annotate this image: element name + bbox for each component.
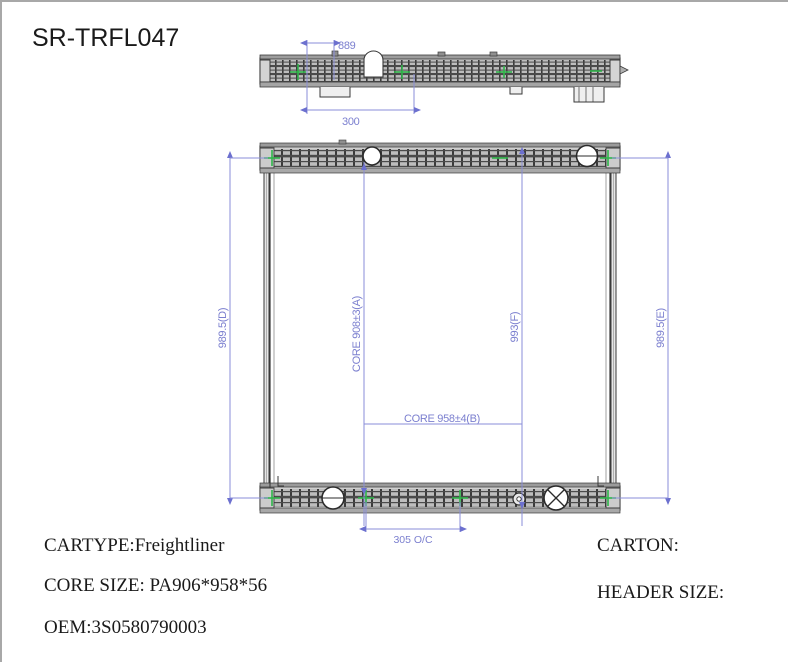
top-view-group: 889 300 bbox=[259, 40, 629, 128]
dim-mount-spacing: 305 O/C bbox=[359, 502, 467, 546]
right-side-rail bbox=[610, 161, 617, 493]
spec-carton: CARTON: bbox=[597, 535, 679, 556]
dim-core-width-label: CORE 958±4(B) bbox=[404, 413, 480, 425]
top-tank bbox=[259, 139, 621, 174]
bottom-drain-port bbox=[543, 485, 569, 511]
filler-neck-port bbox=[362, 146, 382, 166]
dim-inner-height: 993(F) bbox=[509, 147, 525, 526]
dim-top-width-label: 300 bbox=[342, 116, 360, 128]
spec-oem: OEM:3S0580790003 bbox=[44, 617, 207, 638]
dim-top-width: 300 bbox=[300, 74, 421, 128]
part-number-title: SR-TRFL047 bbox=[32, 24, 180, 52]
dim-overall-height-right: 989.5(E) bbox=[612, 151, 671, 505]
spec-header-size: HEADER SIZE: bbox=[597, 582, 725, 603]
spec-cartype: CARTYPE:Freightliner bbox=[44, 535, 225, 556]
dim-mount-spacing-label: 305 O/C bbox=[393, 534, 433, 546]
left-side-rail bbox=[263, 161, 270, 493]
dim-overall-height-left-label: 989.5(D) bbox=[217, 308, 229, 348]
dim-top-offset-label: 889 bbox=[338, 40, 356, 52]
dim-core-height-label: CORE 908±3(A) bbox=[351, 296, 363, 372]
dim-inner-height-label: 993(F) bbox=[509, 312, 521, 343]
dim-overall-height-right-label: 989.5(E) bbox=[655, 308, 667, 348]
dim-core-width: CORE 958±4(B) bbox=[364, 413, 522, 425]
spec-core-size: CORE SIZE: PA906*958*56 bbox=[44, 575, 268, 596]
front-view-group: 989.5(D) 989.5(E) CORE 908±3(A) 993(F) bbox=[217, 139, 671, 546]
dim-core-height: CORE 908±3(A) bbox=[351, 162, 367, 526]
dim-top-offset: 889 bbox=[300, 40, 356, 80]
top-view-center-marks bbox=[290, 64, 602, 80]
dim-overall-height-left: 989.5(D) bbox=[217, 151, 268, 505]
